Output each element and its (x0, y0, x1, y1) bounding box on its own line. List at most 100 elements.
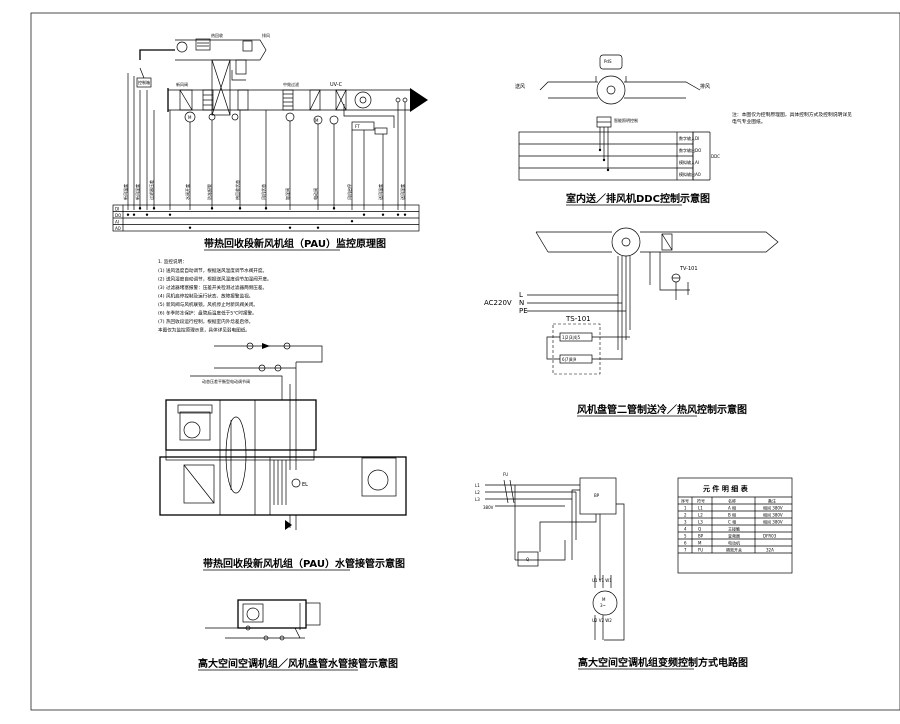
table-cell: 变频器 (728, 533, 740, 539)
ddc-row-code: DI (695, 136, 699, 141)
note-line: (3) 过滤器堵塞报警：压差开关检测过滤器两侧压差。 (158, 284, 267, 291)
component-table: 元 件 明 细 表 序号 符号 名称 备注 1 L1 A 相 相间 380V 2… (677, 477, 793, 574)
svg-text:加湿阀: 加湿阀 (284, 188, 290, 200)
svg-text:热回收: 热回收 (211, 32, 223, 38)
terminal-row-top: 1|2|3|4|5 (562, 335, 581, 340)
bus-label-ai: AI (115, 220, 119, 225)
table-cell: 1 (684, 506, 687, 511)
ddc-row-code: AI (695, 160, 699, 165)
fcu-control-diagram: TV-101 L N PE AC220V TS-101 1|2|3|4|5 6|… (484, 227, 779, 417)
pipe-valve-note: 动态压差平衡型电动调节阀 (202, 378, 250, 384)
note-line: (2) 送风湿度自动调节，根据送风湿度调节加湿阀开度。 (158, 276, 272, 283)
thermostat-label: TS-101 (565, 315, 591, 323)
note-line: (4) 风机启停控制及运行状态、故障报警监视。 (158, 293, 253, 300)
motor-symbol: 3~ (600, 603, 606, 608)
svg-text:M: M (315, 118, 319, 123)
bus-label-ao: AO (115, 226, 121, 231)
power-l: L (519, 291, 523, 299)
ddc-control-diagram: PdS 送风 排风 注：本图仅为控制原理图，具体控制方式及控制说明详见电气专业图… (515, 54, 852, 206)
fuse-label: FU (503, 472, 508, 477)
terminals-bottom: U2 V2 W2 (592, 618, 612, 623)
vfd-title: 高大空间空调机组变频控制方式电路图 (578, 656, 748, 669)
ddc-left-label: 送风 (515, 83, 525, 90)
terminals-top: U1 V1 W1 (592, 578, 612, 583)
ddc-note: 注：本图仅为控制原理图，具体控制方式及控制说明详见电气专业图纸。 (732, 113, 852, 125)
notes-heading: 1. 监控说明： (158, 258, 187, 265)
drive-label: BP (594, 493, 600, 498)
svg-text:电动阀: 电动阀 (312, 188, 318, 200)
pau-notes: 1. 监控说明： (1) 送风温度自动调节，根据送风温度调节水阀开度。 (2) … (158, 258, 272, 334)
svg-text:送风温度: 送风温度 (377, 184, 383, 200)
svg-text:热回收状态: 热回收状态 (234, 180, 240, 200)
ddc-row-name: 模拟输出 (679, 171, 695, 177)
table-cell: L1 (698, 506, 703, 511)
el-label: EL (302, 482, 308, 488)
table-cell: 2 (684, 513, 687, 518)
svg-text:新风温度: 新风温度 (122, 184, 128, 200)
note-line: (7) 热回收段运行控制，根据室内外焓差启停。 (158, 318, 253, 325)
svg-text:防冻报警: 防冻报警 (206, 184, 212, 200)
svg-text:排风: 排风 (262, 32, 270, 38)
table-cell: BP (698, 534, 704, 539)
table-cell: 5 (684, 534, 687, 539)
svg-text:送风湿度: 送风湿度 (399, 184, 405, 200)
bus-label-do: DO (115, 213, 121, 218)
table-header: 名称 (728, 498, 736, 504)
fcu-piping-diagram: 高大空间空调机组／风机盘管水管接管示意图 (198, 599, 398, 671)
table-cell: DFR03 (763, 534, 777, 539)
table-cell: 6 (684, 541, 687, 546)
motor-label: M (602, 597, 606, 602)
valve-label: TV-101 (679, 266, 698, 272)
svg-text:新风湿度: 新风湿度 (134, 184, 140, 200)
table-header: 序号 (681, 498, 689, 504)
table-cell: 3 (684, 520, 687, 525)
table-cell: 4 (684, 527, 687, 532)
svg-text:FT: FT (355, 124, 360, 129)
svg-text:过滤器压差: 过滤器压差 (148, 180, 154, 200)
cabinet-label: 智能照明控制 (614, 117, 638, 123)
phase-l2: L2 (475, 490, 480, 495)
table-cell: A 相 (728, 505, 736, 511)
table-header: 符号 (697, 498, 705, 504)
pau-piping-diagram: 动态压差平衡型电动调节阀 EL 带热回收段新风机组（PAU）水管接管示意图 (159, 342, 407, 571)
svg-text:风机状态: 风机状态 (260, 184, 266, 200)
svg-text:中效过滤: 中效过滤 (283, 81, 299, 87)
svg-text:控制箱: 控制箱 (138, 79, 150, 85)
table-cell: B 相 (728, 512, 736, 518)
supply-label: AC220V (484, 299, 512, 307)
table-cell: 相间 380V (763, 519, 783, 525)
svg-text:M: M (188, 115, 192, 120)
ddc-row-code: DO (695, 148, 701, 153)
ddc-row-name: 数字输出 (679, 147, 695, 153)
svg-text:水阀开度: 水阀开度 (184, 184, 190, 200)
table-cell: 电动机 (728, 540, 740, 546)
vfd-circuit-diagram: FU L1 L2 L3 380V BP Q U1 V1 W1 M 3~ U2 V… (475, 472, 748, 670)
note-line: 本图仅为监控原理示意，具体详见弱电图纸。 (158, 327, 250, 334)
svg-text:PdS: PdS (604, 59, 612, 64)
phase-l1: L1 (475, 483, 480, 488)
pau-piping-title: 带热回收段新风机组（PAU）水管接管示意图 (203, 557, 405, 570)
svg-text:新风阀: 新风阀 (176, 81, 188, 87)
table-cell: 相间 380V (763, 505, 783, 511)
voltage-label: 380V (483, 505, 494, 510)
table-cell: 32A (766, 548, 774, 553)
ddc-title: 室内送／排风机DDC控制示意图 (566, 192, 710, 205)
note-line: (5) 新风阀与风机联锁，风机停止时新风阀关闭。 (158, 301, 258, 308)
ddc-right-label: 排风 (700, 83, 710, 90)
note-line: (1) 送风温度自动调节，根据送风温度调节水阀开度。 (158, 267, 267, 274)
table-header: 备注 (768, 498, 776, 504)
bus-label-di: DI (115, 207, 119, 212)
table-cell: L2 (698, 513, 703, 518)
component-table-title: 元 件 明 细 表 (703, 484, 749, 493)
pau-monitor-title: 带热回收段新风机组（PAU）监控原理图 (204, 237, 386, 250)
table-cell: C 相 (728, 519, 736, 525)
note-line: (6) 冬季防冻保护：盘管后温度低于5℃时报警。 (158, 310, 257, 317)
ddc-label: DDC (711, 154, 720, 159)
drawing-frame (30, 12, 900, 711)
svg-text:风机启停: 风机启停 (346, 184, 352, 200)
table-cell: 主接触 (728, 526, 740, 532)
relay-label: Q (526, 557, 529, 562)
table-cell: FU (698, 548, 703, 553)
fcu-control-title: 风机盘管二管制送冷／热风控制示意图 (577, 403, 747, 416)
